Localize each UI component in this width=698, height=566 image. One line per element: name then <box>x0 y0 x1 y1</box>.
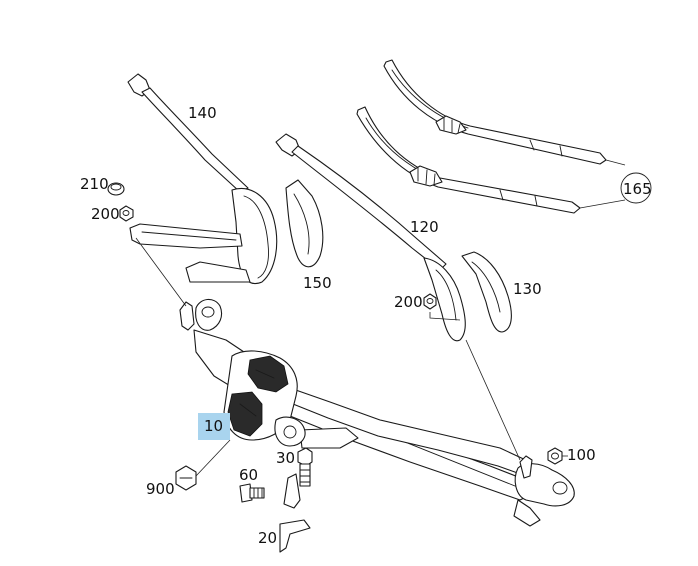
blade-set-leader <box>579 159 652 209</box>
arm-cover-130[interactable] <box>461 251 512 333</box>
wiper-arm-140[interactable] <box>127 73 278 284</box>
nut-200-right[interactable] <box>423 293 437 310</box>
plug-900[interactable] <box>175 465 197 491</box>
arm-cover-150[interactable] <box>285 179 324 268</box>
label-130[interactable]: 130 <box>513 280 542 298</box>
label-140[interactable]: 140 <box>188 104 217 122</box>
label-100[interactable]: 100 <box>567 446 596 464</box>
label-200-right[interactable]: 200 <box>394 293 423 311</box>
label-60[interactable]: 60 <box>239 466 258 484</box>
leader-lines <box>135 237 568 477</box>
nut-200-left[interactable] <box>119 205 134 222</box>
nut-cap-210[interactable] <box>107 182 125 196</box>
bracket-30[interactable] <box>283 473 301 509</box>
label-200-left[interactable]: 200 <box>91 205 120 223</box>
wiper-blade-upper[interactable] <box>383 59 607 165</box>
label-10[interactable]: 10 <box>204 417 223 435</box>
wiper-arm-120[interactable] <box>275 133 466 342</box>
callout-labels: 140 210 200 150 120 200 130 165 10 100 3… <box>80 104 652 547</box>
bolt-30[interactable] <box>297 447 313 487</box>
label-210[interactable]: 210 <box>80 175 109 193</box>
wiper-blade-lower[interactable] <box>356 106 581 214</box>
label-150[interactable]: 150 <box>303 274 332 292</box>
label-165[interactable]: 165 <box>623 180 652 198</box>
wiper-motor-10[interactable] <box>223 350 306 447</box>
label-10-highlight <box>198 413 230 440</box>
nut-100[interactable] <box>547 447 563 465</box>
label-900[interactable]: 900 <box>146 480 175 498</box>
wiper-linkage-frame[interactable] <box>179 298 575 527</box>
bolt-60[interactable] <box>239 483 265 503</box>
label-120[interactable]: 120 <box>410 218 439 236</box>
label-20[interactable]: 20 <box>258 529 277 547</box>
label-30[interactable]: 30 <box>276 449 295 467</box>
bracket-20[interactable] <box>279 519 311 553</box>
